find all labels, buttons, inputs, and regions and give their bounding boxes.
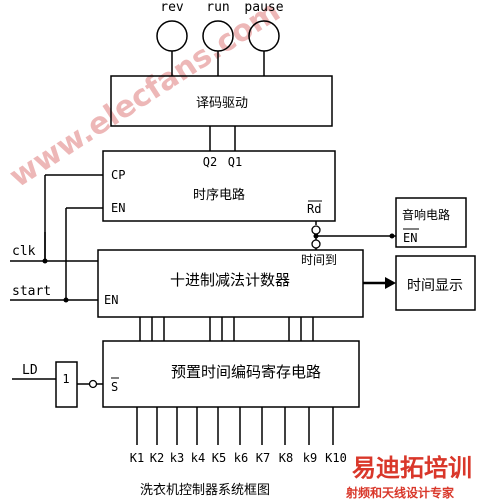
register-s-label: S	[111, 380, 118, 394]
timing-q1-label: Q1	[228, 155, 242, 169]
key-label: K8	[279, 451, 293, 465]
ld-label: LD	[22, 363, 38, 378]
timing-block	[102, 150, 336, 222]
key-label: k4	[191, 451, 205, 465]
decoder-title: 译码驱动	[196, 96, 248, 111]
time-up-label: 时间到	[301, 253, 337, 267]
timing-cp-label: CP	[111, 168, 125, 182]
register-block	[102, 340, 360, 408]
display-title: 时间显示	[407, 278, 463, 294]
inverter-label: 1	[62, 372, 69, 386]
brand-watermark: 易迪拓培训	[352, 454, 472, 482]
start-label: start	[12, 284, 51, 299]
timing-q2-label: Q2	[203, 155, 217, 169]
key-label: k6	[234, 451, 248, 465]
led-rev-label: rev	[160, 0, 184, 15]
led-run-label: run	[206, 0, 229, 15]
led-rev-circle	[156, 20, 188, 52]
timing-title: 时序电路	[193, 187, 245, 203]
counter-title: 十进制减法计数器	[170, 271, 290, 289]
key-label: K5	[212, 451, 226, 465]
counter-en-label: EN	[104, 293, 118, 307]
sound-title: 音响电路	[402, 207, 450, 222]
decoder-block	[110, 75, 333, 127]
key-label: K7	[256, 451, 270, 465]
led-pause-label: pause	[244, 0, 283, 15]
sound-en-label: EN	[403, 231, 417, 245]
clk-label: clk	[12, 244, 36, 259]
diagram-caption: 洗衣机控制器系统框图	[140, 482, 270, 498]
key-label: k9	[303, 451, 317, 465]
timing-en-label: EN	[111, 201, 125, 215]
key-label: K1	[130, 451, 144, 465]
register-title: 预置时间编码寄存电路	[171, 363, 321, 381]
brand-watermark-sub: 射频和天线设计专家	[345, 485, 455, 500]
display-arrowhead	[385, 277, 396, 289]
key-label: K2	[150, 451, 164, 465]
sound-block	[395, 197, 467, 248]
key-label: K10	[325, 451, 347, 465]
timing-rd-label: Rd	[307, 202, 321, 216]
key-label: k3	[170, 451, 184, 465]
